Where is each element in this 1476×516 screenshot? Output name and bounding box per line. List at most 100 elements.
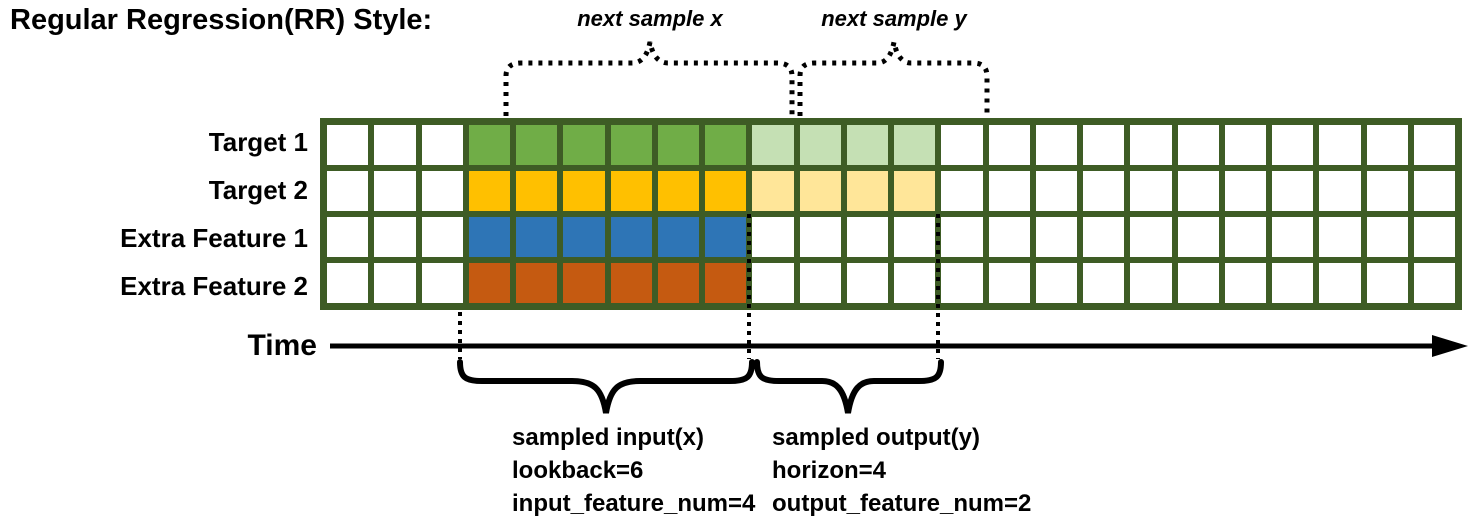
next-sample-x-label: next sample x: [577, 6, 723, 31]
grid-cell: [1130, 125, 1172, 165]
grid-cell: [1177, 171, 1219, 211]
grid-cell: [1035, 263, 1077, 303]
grid-cell: [894, 125, 936, 165]
grid-cell: [1224, 217, 1266, 257]
next-sample-y-brace: [797, 41, 990, 116]
grid-cell: [657, 263, 699, 303]
grid-cell: [752, 171, 794, 211]
grid-cell: [327, 263, 369, 303]
grid-cell: [705, 125, 747, 165]
input-feature-num-value: input_feature_num=4: [512, 490, 756, 516]
grid-cell: [1272, 263, 1314, 303]
grid-cell: [374, 217, 416, 257]
row-label-1: Target 1: [208, 127, 308, 157]
grid-cell: [610, 217, 652, 257]
grid-cell: [1366, 125, 1408, 165]
grid-cell: [752, 125, 794, 165]
grid-cell: [657, 217, 699, 257]
row-label-2: Target 2: [208, 175, 308, 205]
grid-cell: [610, 125, 652, 165]
grid-cell: [705, 263, 747, 303]
grid-cell: [1130, 171, 1172, 211]
grid-cell: [1224, 263, 1266, 303]
next-sample-y-label: next sample y: [821, 6, 967, 31]
sampled-output-note: sampled output(y) horizon=4 output_featu…: [772, 421, 1031, 516]
grid-cell: [1413, 263, 1455, 303]
grid-cell: [705, 171, 747, 211]
grid-cell: [941, 217, 983, 257]
grid-cell: [846, 171, 888, 211]
grid-cell: [563, 263, 605, 303]
grid-cell: [1083, 263, 1125, 303]
grid-cell: [516, 217, 558, 257]
grid-cell: [1319, 125, 1361, 165]
grid-cell: [327, 171, 369, 211]
grid-cell: [1035, 171, 1077, 211]
grid-cell: [1413, 125, 1455, 165]
grid-cell: [563, 171, 605, 211]
grid-cell: [327, 217, 369, 257]
grid-cell: [988, 171, 1030, 211]
grid-cell: [752, 217, 794, 257]
sampled-output-title: sampled output(y): [772, 424, 980, 451]
grid-cell: [421, 125, 463, 165]
grid-cell: [1224, 125, 1266, 165]
sampled-output-brace: [754, 359, 944, 414]
grid-cell: [1177, 263, 1219, 303]
grid-cell: [988, 125, 1030, 165]
grid-cell: [988, 263, 1030, 303]
grid-cell: [327, 125, 369, 165]
grid-cell: [1319, 263, 1361, 303]
grid-cell: [941, 263, 983, 303]
grid-cell: [941, 125, 983, 165]
output-feature-num-value: output_feature_num=2: [772, 490, 1032, 516]
grid-cell: [941, 171, 983, 211]
grid-cell: [1319, 217, 1361, 257]
grid-cell: [1083, 217, 1125, 257]
grid-cell: [1272, 125, 1314, 165]
grid-cell: [1035, 217, 1077, 257]
grid-cell: [374, 263, 416, 303]
grid-cell: [516, 263, 558, 303]
grid-cell: [894, 263, 936, 303]
grid-cell: [657, 125, 699, 165]
grid-cell: [374, 171, 416, 211]
grid-cell: [1319, 171, 1361, 211]
grid-cell: [610, 263, 652, 303]
grid-cell: [846, 125, 888, 165]
grid-cell: [1177, 217, 1219, 257]
sampled-input-title: sampled input(x): [512, 424, 705, 451]
grid-cell: [894, 171, 936, 211]
grid-cell: [1177, 125, 1219, 165]
grid-cell: [563, 125, 605, 165]
grid-cell: [752, 263, 794, 303]
grid-cell: [657, 171, 699, 211]
lookback-value: lookback=6: [512, 457, 644, 484]
grid-cell: [1035, 125, 1077, 165]
grid-cell: [1366, 171, 1408, 211]
grid-cell: [468, 171, 510, 211]
grid-cell: [1130, 217, 1172, 257]
grid-cell: [799, 125, 841, 165]
sample-grid: [320, 118, 1462, 310]
diagram-title: Regular Regression(RR) Style:: [10, 4, 433, 36]
grid-cell: [1272, 217, 1314, 257]
grid-cell: [1130, 263, 1172, 303]
grid-cell: [468, 125, 510, 165]
grid-cell: [799, 171, 841, 211]
grid-cell: [1083, 125, 1125, 165]
grid-cell: [563, 217, 605, 257]
grid-cell: [1083, 171, 1125, 211]
grid-cell: [468, 217, 510, 257]
sampled-input-brace: [457, 359, 755, 414]
grid-cell: [846, 217, 888, 257]
grid-cell: [610, 171, 652, 211]
sampled-input-note: sampled input(x) lookback=6 input_featur…: [512, 421, 755, 516]
grid-cell: [516, 125, 558, 165]
grid-cell: [799, 263, 841, 303]
grid-cell: [1366, 263, 1408, 303]
next-sample-x-brace: [503, 41, 795, 116]
grid-cell: [1413, 171, 1455, 211]
